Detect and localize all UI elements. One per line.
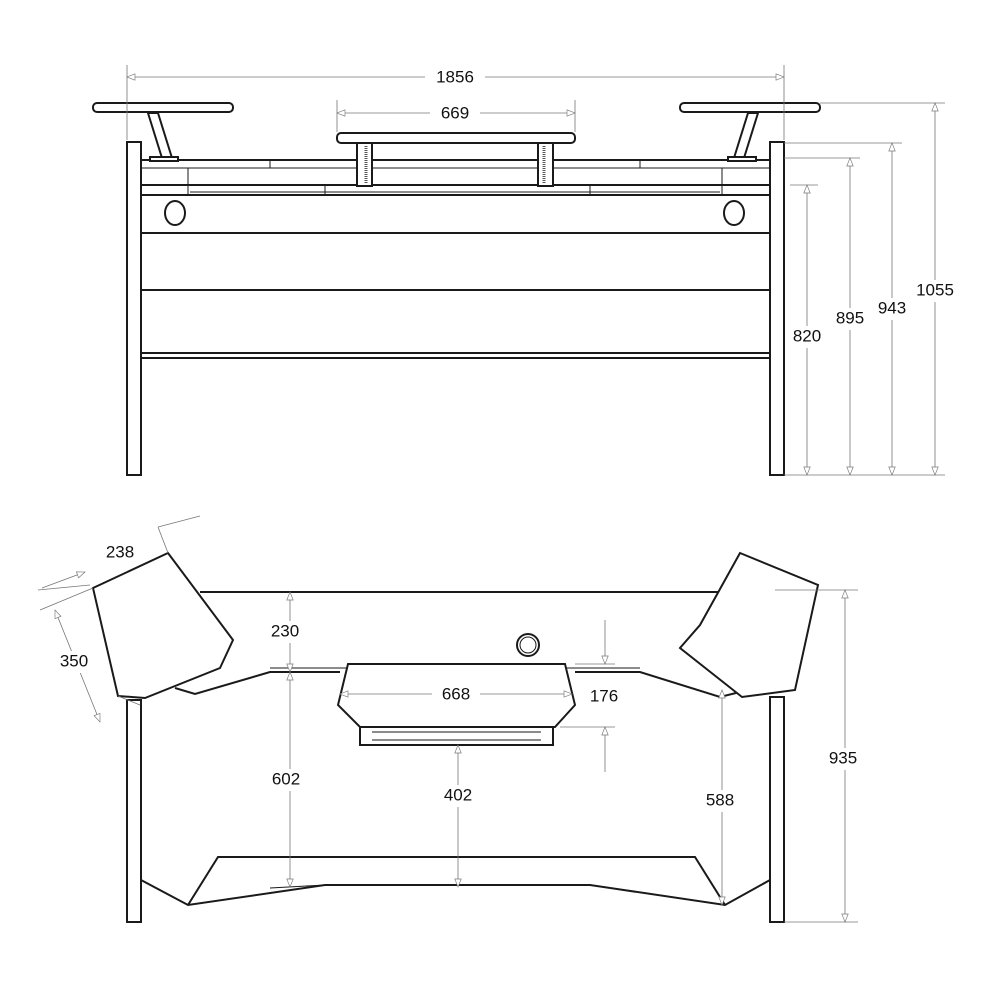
cable-grommet-right	[723, 200, 745, 226]
dimension-depths-left: 230 602	[266, 591, 306, 888]
top-view: 238 350 230 602 668 176	[37, 515, 867, 923]
right-leg-top	[769, 696, 785, 923]
front-view: 1856 669 820 895 943 1055	[92, 65, 958, 476]
dim-label-230: 230	[271, 621, 299, 640]
dimension-depths-right: 588 935	[701, 589, 867, 923]
desk-body	[141, 159, 770, 359]
left-speaker-shelf	[91, 551, 235, 700]
right-speaker-stand	[679, 102, 821, 162]
center-monitor-shelf	[336, 132, 576, 187]
dim-label-176: 176	[590, 686, 618, 705]
dimension-keyboard-tray: 668 176 402	[339, 620, 618, 888]
desk-top-outline	[140, 591, 771, 907]
dimension-center-shelf-width: 669	[336, 100, 576, 132]
left-leg-top	[126, 699, 142, 923]
right-speaker-shelf	[678, 551, 820, 699]
grommet-inner	[519, 636, 537, 654]
keyboard-tray-slide	[359, 726, 554, 746]
dim-label-1055: 1055	[916, 280, 954, 299]
left-speaker-stand	[92, 102, 234, 162]
cable-grommet-top	[516, 633, 540, 657]
dim-label-1856: 1856	[436, 67, 474, 86]
dimension-overall-width: 1856	[126, 65, 785, 140]
dimension-speaker-shelf-width: 238	[37, 515, 201, 591]
dim-label-895: 895	[836, 308, 864, 327]
left-leg	[126, 141, 142, 476]
dim-label-602: 602	[272, 769, 300, 788]
dim-label-588: 588	[706, 790, 734, 809]
dim-label-935: 935	[829, 748, 857, 767]
dim-label-668: 668	[442, 684, 470, 703]
cable-grommet-left	[164, 200, 186, 226]
dim-label-669: 669	[441, 103, 469, 122]
dim-label-820: 820	[793, 326, 821, 345]
dim-label-943: 943	[878, 298, 906, 317]
dimension-speaker-shelf-depth: 350	[39, 587, 141, 723]
right-leg	[769, 141, 785, 476]
height-dimensions: 820 895 943 1055	[784, 102, 958, 476]
dim-label-238: 238	[106, 542, 134, 561]
dim-label-402: 402	[444, 785, 472, 804]
dim-label-350: 350	[60, 651, 88, 670]
